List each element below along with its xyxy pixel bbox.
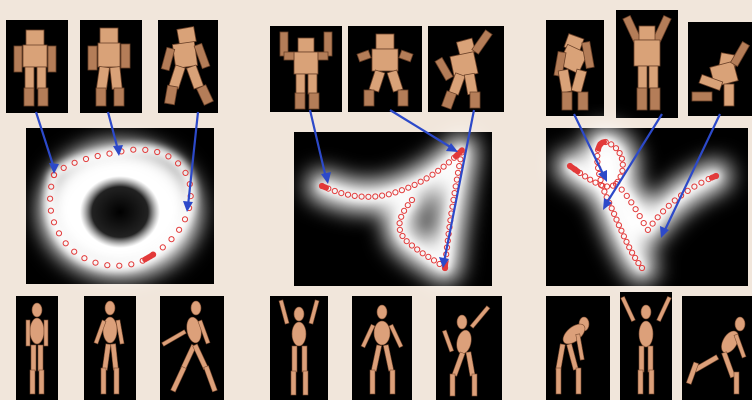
panel-walking — [6, 20, 224, 400]
mannequin-pose-thumbnail — [270, 296, 328, 400]
latent-density-map — [546, 128, 748, 286]
robot-pose-thumbnail — [348, 26, 422, 112]
mannequin-pose-thumbnail — [352, 296, 412, 400]
trajectory-point-cluster — [714, 174, 719, 179]
trajectory-point-cluster — [324, 185, 329, 190]
robot-pose-thumbnail — [80, 20, 142, 113]
panel-dancing — [270, 26, 504, 400]
robot-pose-thumbnail — [546, 20, 604, 116]
mannequin-pose-thumbnail — [160, 296, 224, 400]
mannequin-pose-thumbnail — [620, 292, 672, 400]
robot-pose-thumbnail — [616, 10, 678, 118]
trajectory-point-cluster — [143, 257, 148, 262]
robot-pose-thumbnail — [428, 26, 504, 112]
panel-mixed — [546, 10, 752, 400]
robot-pose-thumbnail — [6, 20, 68, 113]
mannequin-pose-thumbnail — [16, 296, 58, 400]
trajectory-point-cluster — [460, 148, 465, 153]
robot-pose-thumbnail — [158, 20, 218, 113]
mannequin-pose-thumbnail — [436, 296, 502, 400]
mannequin-pose-thumbnail — [682, 296, 752, 400]
trajectory-point-cluster — [596, 146, 601, 151]
robot-pose-thumbnail — [688, 22, 752, 116]
mannequin-pose-thumbnail — [546, 296, 610, 400]
robot-pose-thumbnail — [270, 26, 342, 112]
trajectory-point-cluster — [575, 169, 580, 174]
mannequin-pose-thumbnail — [84, 296, 136, 400]
